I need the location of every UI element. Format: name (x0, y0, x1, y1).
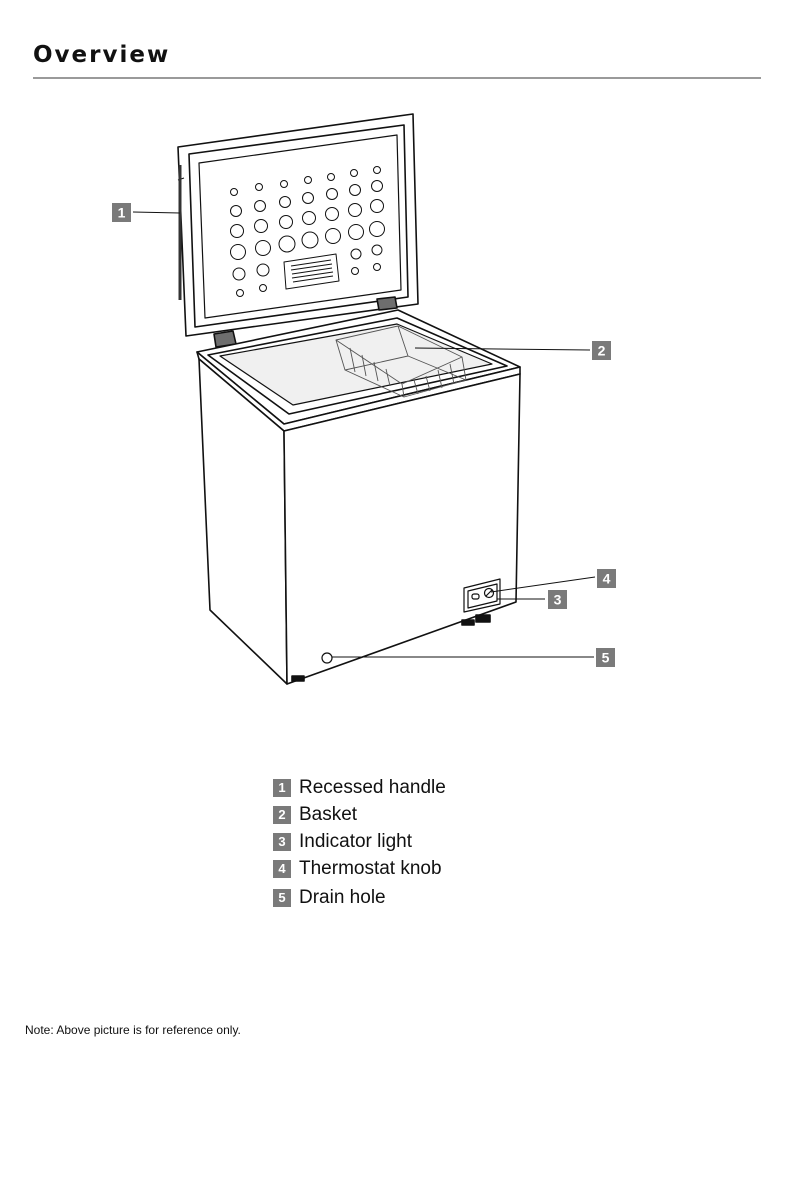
callout-4: 4 (597, 569, 616, 588)
legend-label: Basket (299, 804, 357, 826)
legend: 1 Recessed handle 2 Basket 3 Indicator l… (273, 774, 446, 911)
legend-badge: 1 (273, 779, 291, 797)
svg-text:4: 4 (603, 571, 611, 587)
legend-item: 3 Indicator light (273, 828, 446, 855)
legend-item: 2 Basket (273, 801, 446, 828)
legend-item: 1 Recessed handle (273, 774, 446, 801)
legend-label: Indicator light (299, 831, 412, 853)
legend-label: Thermostat knob (299, 858, 442, 880)
svg-text:3: 3 (554, 592, 562, 608)
legend-label: Drain hole (299, 887, 386, 909)
legend-item: 4 Thermostat knob (273, 855, 446, 882)
reference-note: Note: Above picture is for reference onl… (25, 1023, 241, 1037)
callout-1: 1 (112, 203, 131, 222)
legend-badge: 3 (273, 833, 291, 851)
legend-badge: 4 (273, 860, 291, 878)
legend-badge: 5 (273, 889, 291, 907)
svg-text:2: 2 (598, 343, 606, 359)
callout-2: 2 (592, 341, 611, 360)
callout-3: 3 (548, 590, 567, 609)
legend-label: Recessed handle (299, 777, 446, 799)
callout-5: 5 (596, 648, 615, 667)
legend-badge: 2 (273, 806, 291, 824)
legend-item: 5 Drain hole (273, 884, 446, 911)
chest-freezer-diagram: 1 2 4 3 5 (0, 0, 795, 720)
freezer-cabinet (197, 310, 520, 684)
svg-text:5: 5 (602, 650, 610, 666)
svg-text:1: 1 (118, 205, 126, 221)
